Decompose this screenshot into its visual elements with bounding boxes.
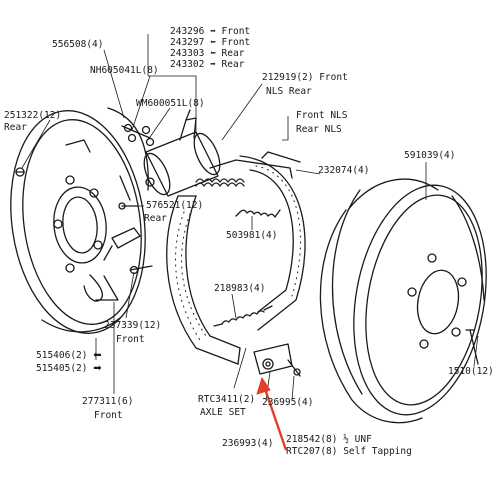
arrow-left-icon: ⬅ [210, 37, 216, 48]
arrow-right-icon: ➡ [210, 26, 216, 37]
part-591039-label: 591039(4) [404, 150, 456, 161]
part-243303-row: 243303 ⬅ Rear [170, 48, 250, 59]
front-nls-label: Front NLS [296, 110, 348, 121]
part-515406-row: 515406(2) ⬅ [36, 350, 102, 361]
part-243297-label: 243297 [170, 37, 205, 48]
part-576521-label: 576521(12) [146, 200, 204, 211]
part-243302-row: 243302 ➡ Rear [170, 59, 250, 70]
upper-shoe-spring [235, 209, 281, 218]
part-243297-row: 243297 ⬅ Front [170, 37, 250, 48]
arrow-left-icon: ⬅ [210, 48, 216, 59]
rear-nls-label: Rear NLS [296, 124, 342, 135]
part-243303-label: 243303 [170, 48, 205, 59]
part-243302-side: Rear [221, 59, 245, 70]
part-236995-label: 236995(4) [262, 397, 314, 408]
arrow-right-icon: ➡ [210, 59, 216, 70]
part-243297-side: Front [221, 37, 251, 48]
arrow-right-icon: ➡ [93, 363, 102, 374]
part-576521-side: Rear [144, 213, 167, 224]
wheel-cylinder [121, 109, 221, 197]
steady-clip [253, 343, 301, 377]
part-515405-row: 515405(2) ➡ [36, 363, 102, 374]
part-503981-label: 503981(4) [226, 230, 278, 241]
part-515406-label: 515406(2) [36, 350, 88, 361]
part-515405-label: 515405(2) [36, 363, 88, 374]
red-pointer-arrow [256, 376, 288, 451]
wheel-cylinder-part-list: 243296 ➡ Front 243297 ⬅ Front 243303 ⬅ R… [170, 26, 250, 70]
part-556508-label: 556508(4) [52, 39, 104, 50]
part-218542-label: 218542(8) ½ UNF [286, 434, 372, 445]
part-1510-label: 1510(12) [448, 366, 494, 377]
axle-set-label: AXLE SET [200, 407, 246, 418]
part-212919-label: 212919(2) Front [262, 72, 348, 83]
part-237339-side: Front [116, 334, 145, 345]
part-251322-side: Rear [4, 122, 27, 133]
part-212919-side: NLS Rear [266, 86, 312, 97]
part-277311-label: 277311(6) [82, 396, 134, 407]
part-rtc3411-label: RTC3411(2) [198, 394, 256, 405]
part-236993-label: 236993(4) [222, 438, 274, 449]
part-237339-label: 237339(12) [104, 320, 162, 331]
part-277311-side: Front [94, 410, 123, 421]
brake-drum [319, 178, 487, 424]
part-243302-label: 243302 [170, 59, 205, 70]
part-243296-label: 243296 [170, 26, 205, 37]
arrow-left-icon: ⬅ [93, 350, 102, 361]
part-243296-row: 243296 ➡ Front [170, 26, 250, 37]
part-218983-label: 218983(4) [214, 283, 266, 294]
part-251322-label: 251322(12) [4, 110, 62, 121]
part-243303-side: Rear [221, 48, 245, 59]
part-nh605041l-label: NH605041L(8) [90, 65, 159, 76]
part-rtc207-label: RTC207(8) Self Tapping [286, 446, 412, 457]
cylinder-spring [195, 178, 245, 187]
part-wm600051l-label: WM600051L(8) [136, 98, 205, 109]
brake-shoes [166, 151, 306, 365]
part-232074-label: 232074(4) [318, 165, 370, 176]
lower-shoe-spring [213, 305, 273, 327]
part-243296-side: Front [221, 26, 251, 37]
leader-lines [21, 34, 479, 401]
